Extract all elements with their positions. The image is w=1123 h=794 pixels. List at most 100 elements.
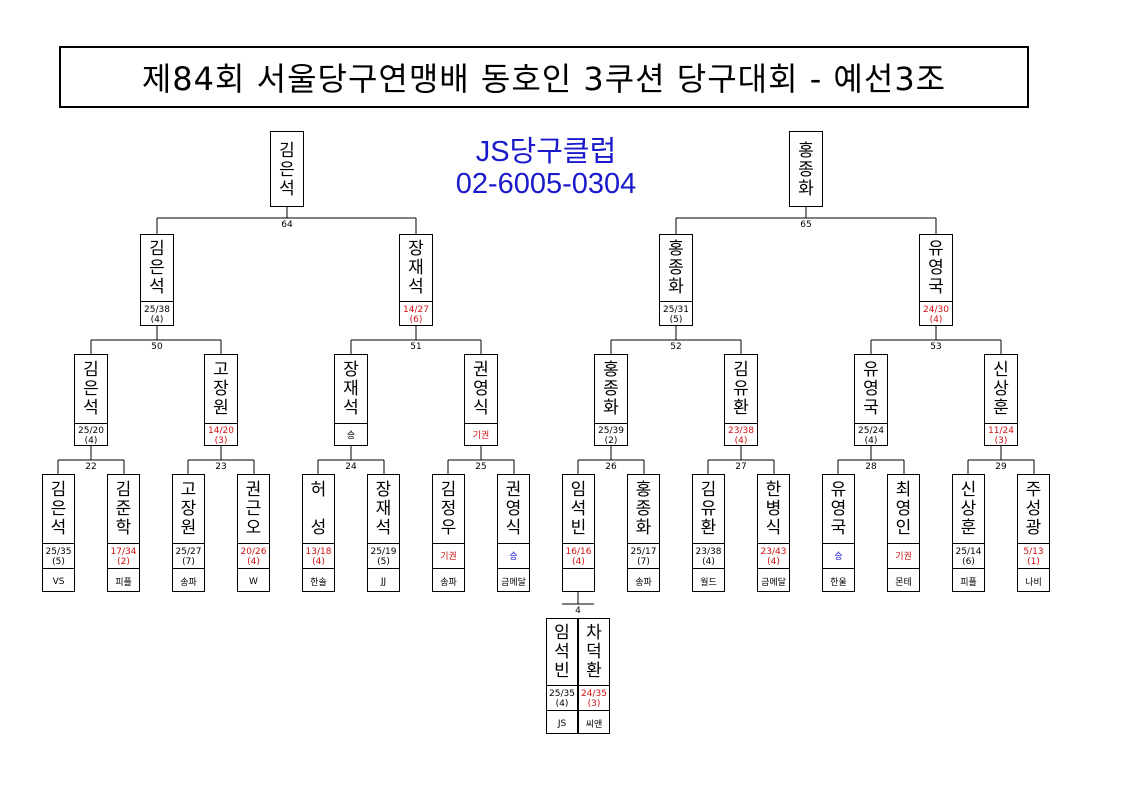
match-number: 24	[345, 462, 357, 472]
match-number: 4	[575, 606, 581, 616]
player-score: 14/20(3)	[205, 423, 237, 448]
player-club: 송파	[628, 568, 659, 594]
score-inning: (4)	[929, 315, 943, 325]
player-score: 23/43(4)	[758, 543, 789, 569]
score-inning: (5)	[377, 556, 390, 567]
score-value: 25/20	[78, 426, 104, 436]
club-info: JS당구클럽 02-6005-0304	[436, 136, 656, 200]
score-inning: (4)	[767, 556, 780, 567]
score-value: 16/16	[565, 546, 592, 557]
player-score: 25/17(7)	[628, 543, 659, 569]
score-inning: (4)	[702, 556, 715, 567]
score-inning: (4)	[312, 556, 325, 567]
player-score: 11/24(3)	[985, 423, 1017, 448]
score-inning: (4)	[150, 315, 164, 325]
player-club: JS	[547, 710, 577, 736]
score-inning: (4)	[555, 698, 569, 709]
score-value: 24/35	[581, 688, 607, 699]
match-number: 23	[215, 462, 227, 472]
player-club: 금메달	[758, 568, 789, 594]
player-score: 기권	[465, 423, 497, 448]
score-value: 기권	[472, 431, 490, 441]
score-value: 25/38	[144, 305, 170, 315]
score-value: 25/35	[45, 546, 72, 557]
player-score: 25/14(6)	[953, 543, 984, 569]
player-club: 나비	[1018, 568, 1049, 594]
match-number: 65	[800, 220, 812, 230]
score-value: 승	[346, 431, 356, 441]
match-number: 51	[410, 342, 422, 352]
score-value: 17/34	[110, 546, 137, 557]
match-number: 22	[85, 462, 97, 472]
player-score: 25/19(5)	[368, 543, 399, 569]
score-value: 11/24	[988, 426, 1014, 436]
player-score: 20/26(4)	[238, 543, 269, 569]
match-number: 29	[995, 462, 1007, 472]
score-inning: (4)	[734, 436, 748, 446]
player-score: 23/38(4)	[693, 543, 724, 569]
player-score: 24/35(3)	[579, 685, 609, 711]
player-club: 송파	[433, 568, 464, 594]
player-score: 25/38(4)	[141, 301, 173, 328]
match-number: 64	[281, 220, 293, 230]
player-score: 25/35(4)	[547, 685, 577, 711]
player-score: 24/30(4)	[920, 301, 952, 328]
player-club	[563, 568, 594, 594]
player-score: 기권	[888, 543, 919, 569]
match-number: 27	[735, 462, 747, 472]
score-inning: (2)	[117, 556, 130, 567]
score-inning: (7)	[637, 556, 650, 567]
player-score: 승	[498, 543, 529, 569]
player-club: 한울	[823, 568, 854, 594]
player-score: 기권	[433, 543, 464, 569]
score-value: 25/27	[175, 546, 202, 557]
score-inning: (3)	[214, 436, 228, 446]
score-inning: (1)	[1027, 556, 1040, 567]
player-club: W	[238, 568, 269, 594]
player-score: 17/34(2)	[108, 543, 139, 569]
club-phone: 02-6005-0304	[455, 168, 637, 200]
player-score: 승	[823, 543, 854, 569]
player-club: VS	[43, 568, 74, 594]
player-club: 씨앤	[579, 710, 609, 736]
score-value: 승	[834, 551, 843, 562]
score-value: 25/35	[549, 688, 575, 699]
